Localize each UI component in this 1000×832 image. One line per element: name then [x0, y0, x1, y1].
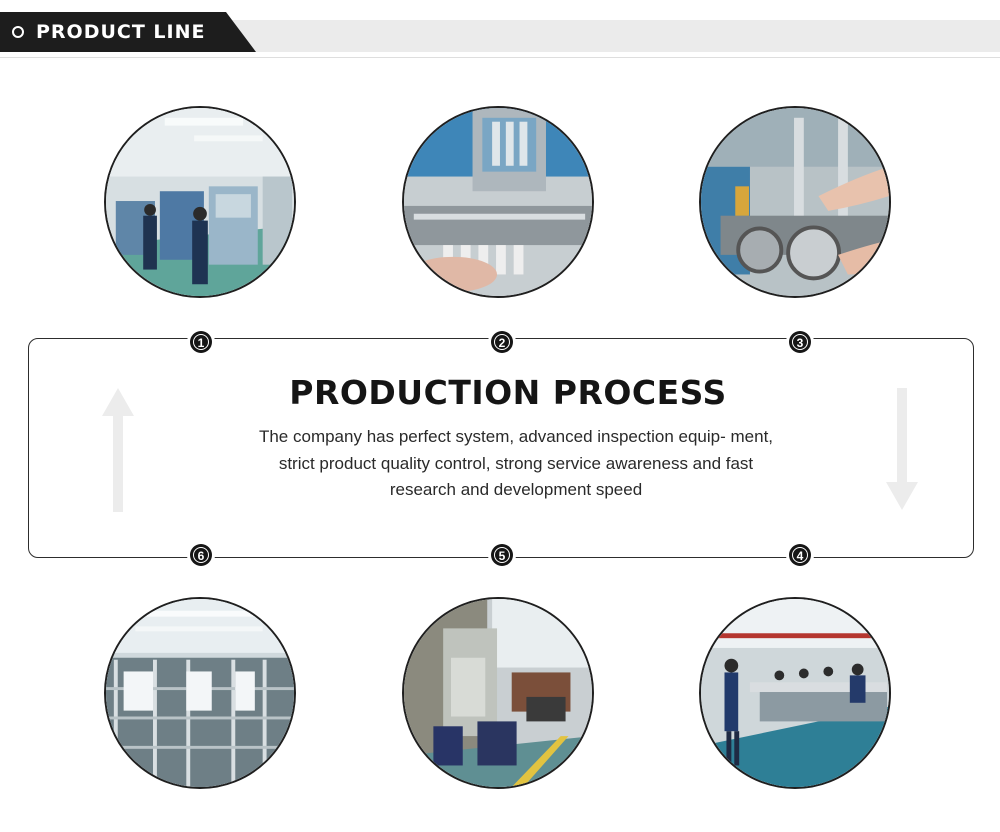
- step-number: 2: [494, 334, 510, 350]
- section-header: PRODUCT LINE: [0, 0, 1000, 60]
- step-number: 6: [193, 547, 209, 563]
- header-divider: [0, 57, 1000, 58]
- step-number: 3: [792, 334, 808, 350]
- ring-icon: [12, 26, 24, 38]
- machine-assembly-closeup-photo: [402, 106, 594, 298]
- arrow-down-icon: [886, 388, 918, 510]
- factory-workstations-photo: [104, 106, 296, 298]
- process-description: The company has perfect system, advanced…: [258, 427, 774, 499]
- hands-operating-machine-photo: [699, 106, 891, 298]
- step-badge-2: 2: [488, 328, 516, 356]
- header-tab: [0, 12, 256, 52]
- arrow-up-icon: [102, 388, 134, 512]
- process-title: PRODUCTION PROCESS: [289, 373, 727, 412]
- process-frame: [28, 338, 974, 558]
- step-badge-6: 6: [187, 541, 215, 569]
- step-number: 1: [193, 334, 209, 350]
- step-badge-1: 1: [187, 328, 215, 356]
- step-badge-5: 5: [488, 541, 516, 569]
- assembly-line-workers-photo: [699, 597, 891, 789]
- step-badge-4: 4: [786, 541, 814, 569]
- step-badge-3: 3: [786, 328, 814, 356]
- step-number: 4: [792, 547, 808, 563]
- industrial-press-machine-photo: [402, 597, 594, 789]
- step-number: 5: [494, 547, 510, 563]
- storage-racks-photo: [104, 597, 296, 789]
- section-title: PRODUCT LINE: [36, 21, 206, 43]
